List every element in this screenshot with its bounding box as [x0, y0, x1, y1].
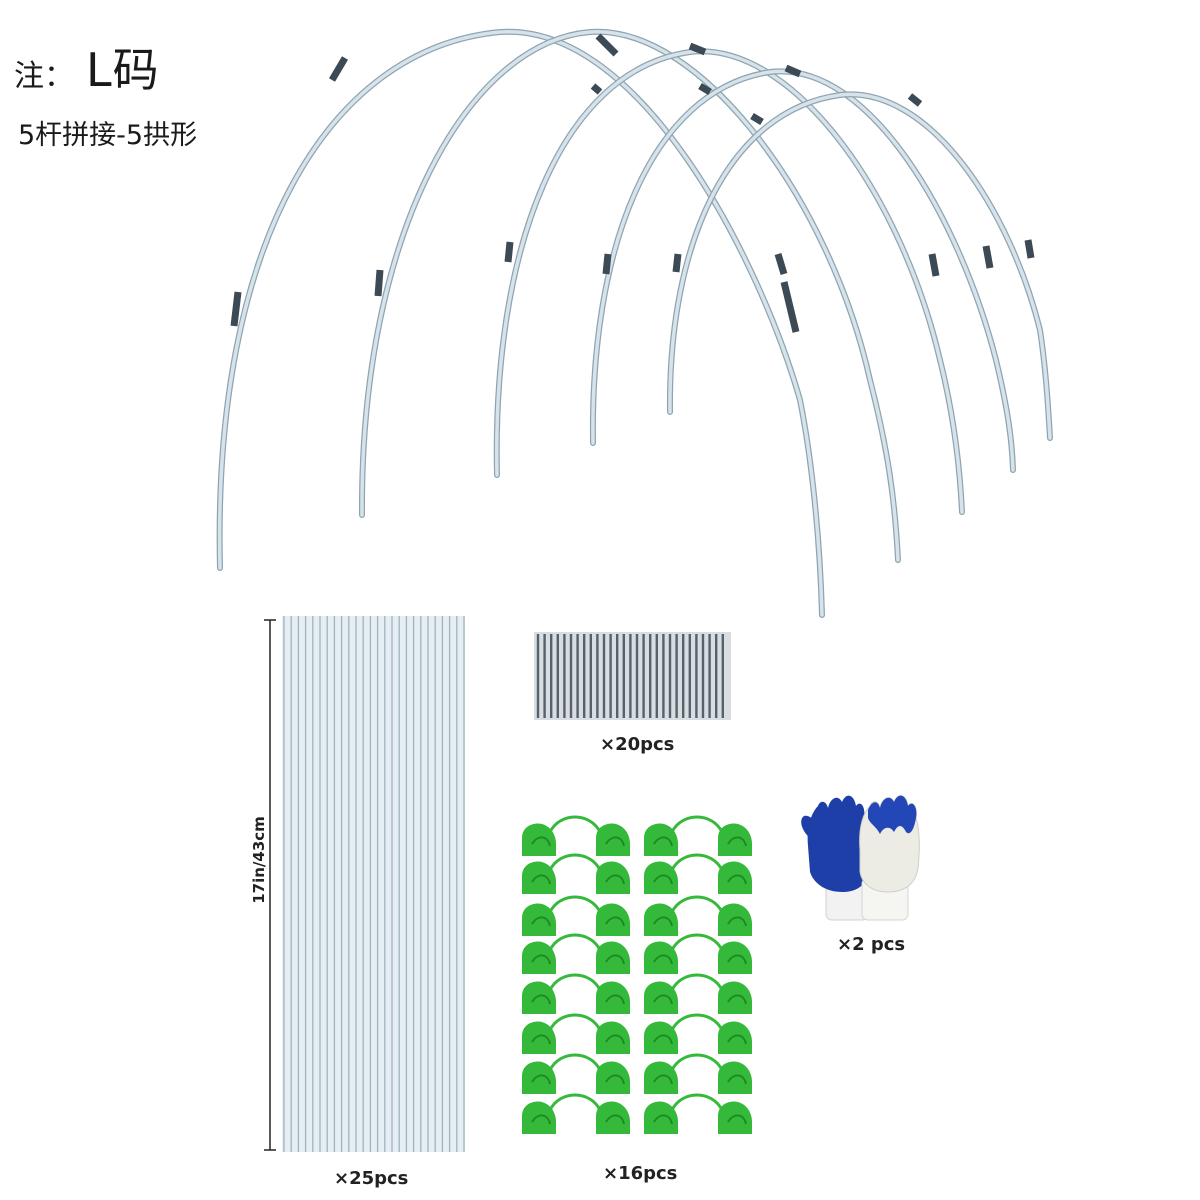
clip-piece [718, 941, 752, 974]
clip-pair [644, 933, 752, 974]
gloves [801, 795, 920, 921]
hoop-joint [595, 33, 619, 57]
clip-pair [522, 933, 630, 974]
hoop-joint [750, 112, 764, 126]
header-note: 注： L码 [14, 34, 160, 100]
hoop-joint [672, 253, 682, 273]
hoop-joint [374, 269, 384, 297]
clip-pair [522, 1053, 630, 1094]
clip-piece [644, 903, 678, 936]
clip-piece [596, 1021, 630, 1054]
clip-piece [718, 903, 752, 936]
clip-piece [596, 941, 630, 974]
clip-piece [596, 1061, 630, 1094]
glove-blue [801, 795, 871, 921]
hoop-joint [230, 291, 242, 327]
clip-piece [596, 1101, 630, 1134]
clip-piece [522, 1101, 556, 1134]
clip-piece [644, 941, 678, 974]
clip-pair [522, 895, 630, 936]
clip-piece [596, 861, 630, 894]
hoop-arches [216, 28, 1053, 618]
hoop-joints [230, 33, 1035, 333]
glove-white [859, 795, 920, 921]
connectors-bundle [534, 632, 731, 720]
hoop-joint [590, 83, 603, 95]
clips-grid [522, 815, 752, 1134]
clip-piece [644, 861, 678, 894]
gloves-count-label: ×2 pcs [837, 934, 906, 955]
clips-count-label: ×16pcs [603, 1163, 678, 1184]
clip-piece [718, 1021, 752, 1054]
hoop-joint [688, 42, 707, 56]
clip-pair [644, 853, 752, 894]
rod-lines [283, 616, 465, 1152]
rods-background [282, 616, 465, 1152]
hoop-arch [493, 48, 965, 515]
clip-piece [644, 1021, 678, 1054]
clip-piece [644, 981, 678, 1014]
hoop-joint [982, 245, 994, 269]
clip-piece [522, 903, 556, 936]
connectors-background [534, 632, 731, 720]
clip-pair [522, 973, 630, 1014]
clip-piece [596, 981, 630, 1014]
clip-piece [522, 1061, 556, 1094]
note-prefix: 注： [14, 59, 74, 94]
clip-piece [522, 823, 556, 856]
clip-piece [596, 823, 630, 856]
clip-piece [644, 1061, 678, 1094]
hoop-joint [928, 253, 940, 277]
hoop-joint [328, 56, 349, 82]
clip-pair [522, 853, 630, 894]
clip-piece [522, 861, 556, 894]
clip-pair [644, 973, 752, 1014]
hoop-joint [784, 64, 802, 78]
clip-piece [596, 903, 630, 936]
clip-pair [644, 895, 752, 936]
rod-length-label: 17in/43cm [250, 816, 268, 904]
hoop-joint [774, 252, 788, 276]
clip-piece [644, 1101, 678, 1134]
clip-piece [522, 941, 556, 974]
clip-pair [522, 1093, 630, 1134]
clip-pair [644, 1093, 752, 1134]
hoop-joint [780, 281, 800, 333]
hoop-arch [589, 68, 1016, 473]
hoop-joint [1024, 239, 1035, 259]
hoop-joint [504, 241, 514, 263]
size-label: L码 [86, 43, 160, 97]
connectors-count-label: ×20pcs [600, 734, 675, 755]
clip-piece [522, 981, 556, 1014]
connector-lines [536, 634, 724, 718]
clip-piece [718, 823, 752, 856]
clip-pair [644, 1013, 752, 1054]
clip-pair [644, 1053, 752, 1094]
hoop-joint [698, 82, 712, 96]
clip-piece [644, 823, 678, 856]
hoop-arch [216, 28, 825, 618]
rods-count-label: ×25pcs [334, 1168, 409, 1189]
hoop-arch [358, 28, 901, 563]
hoop-joint [907, 93, 923, 107]
clip-pair [522, 815, 630, 856]
subtitle: 5杆拼接-5拱形 [18, 120, 198, 151]
hoop-joint [602, 253, 612, 275]
clip-piece [718, 1101, 752, 1134]
clip-pair [644, 815, 752, 856]
clip-piece [718, 1061, 752, 1094]
clip-pair [522, 1013, 630, 1054]
clip-piece [718, 861, 752, 894]
rods-bundle [264, 616, 465, 1152]
hoop-arch [666, 91, 1053, 441]
clip-piece [718, 981, 752, 1014]
clip-piece [522, 1021, 556, 1054]
